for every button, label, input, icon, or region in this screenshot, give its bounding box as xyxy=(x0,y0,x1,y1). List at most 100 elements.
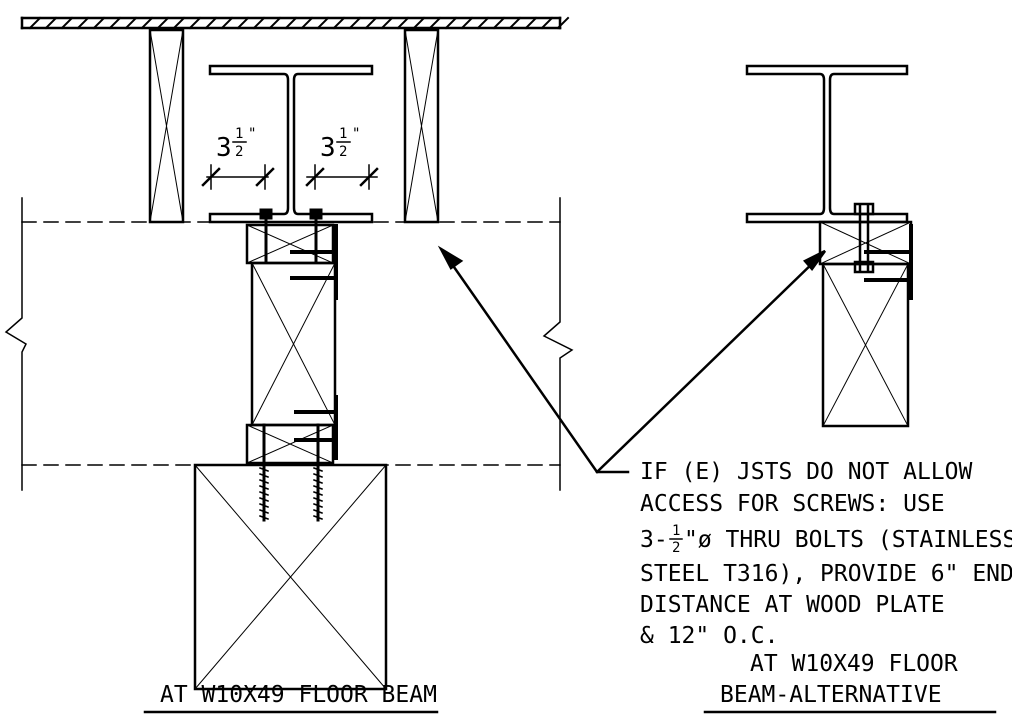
floor-slab xyxy=(20,16,562,30)
left-dim-text-1: 3 1 2 " xyxy=(216,126,256,163)
hatch-stroke xyxy=(380,16,394,30)
hatch-stroke xyxy=(524,16,538,30)
screw-thread xyxy=(259,473,269,478)
screw-thread xyxy=(259,503,269,508)
dim-frac-num: 1 xyxy=(339,126,347,142)
hatch-stroke xyxy=(204,16,218,30)
right-detail-title-line-1: AT W10X49 FLOOR xyxy=(750,651,958,677)
hatch-stroke xyxy=(124,16,138,30)
hatch-stroke xyxy=(412,16,426,30)
left-dim-text-2: 3 1 2 " xyxy=(320,126,360,163)
hatch-stroke xyxy=(508,16,522,30)
dim-frac-den: 2 xyxy=(235,144,243,160)
screw-thread xyxy=(313,479,323,484)
note-line-3-suffix: "ø THRU BOLTS (STAINLESS xyxy=(684,527,1012,553)
hatch-stroke xyxy=(108,16,122,30)
screws-lower-threads xyxy=(259,467,323,520)
screws-lower xyxy=(262,423,320,522)
hatch-stroke xyxy=(396,16,410,30)
screw-thread xyxy=(259,485,269,490)
hatch-stroke xyxy=(364,16,378,30)
dim-frac-den: 2 xyxy=(339,144,347,160)
note-line-4: STEEL T316), PROVIDE 6" END xyxy=(640,561,1012,587)
hatch-stroke xyxy=(540,16,554,30)
screw-thread xyxy=(259,497,269,502)
right-wood-blocking xyxy=(403,28,440,224)
screw-thread xyxy=(259,515,269,520)
note-line-3-prefix: 3- xyxy=(640,527,668,553)
dim-whole: 3 xyxy=(216,133,232,163)
hatch-stroke xyxy=(300,16,314,30)
right-wood-plate xyxy=(818,220,913,266)
screw-thread xyxy=(259,509,269,514)
hatch-stroke xyxy=(60,16,74,30)
note-line-3-frac-den: 2 xyxy=(672,540,680,556)
hatch-stroke xyxy=(172,16,186,30)
lower-wood-plate xyxy=(245,423,335,465)
break-line-right xyxy=(542,197,574,491)
right-post xyxy=(821,262,910,428)
dim-inch: " xyxy=(248,126,256,142)
hatch-stroke xyxy=(268,16,282,30)
hatch-stroke xyxy=(188,16,202,30)
screw-thread xyxy=(259,491,269,496)
break-line-left xyxy=(4,197,27,491)
left-dimension xyxy=(201,164,379,190)
wood-post xyxy=(250,261,337,427)
hatch-stroke xyxy=(220,16,234,30)
angle-clips xyxy=(290,224,338,460)
right-thru-bolt xyxy=(853,202,875,274)
hatch-stroke xyxy=(476,16,490,30)
note-line-1: IF (E) JSTS DO NOT ALLOW xyxy=(640,459,972,485)
screw-thread xyxy=(313,497,323,502)
hatch-stroke xyxy=(44,16,58,30)
screw-thread xyxy=(259,467,269,472)
left-wood-blocking xyxy=(148,28,185,224)
existing-joist-dashed-lines xyxy=(21,221,561,466)
screw-thread xyxy=(313,473,323,478)
note-line-6: & 12" O.C. xyxy=(640,623,778,649)
screws-upper xyxy=(259,208,323,264)
leader-arrows xyxy=(437,245,827,474)
note-line-5: DISTANCE AT WOOD PLATE xyxy=(640,592,945,618)
hatch-stroke xyxy=(492,16,506,30)
screw-thread xyxy=(313,467,323,472)
screw-thread xyxy=(313,515,323,520)
floor-slab-hatch xyxy=(28,16,570,30)
hatch-stroke xyxy=(428,16,442,30)
dim-inch: " xyxy=(352,126,360,142)
hatch-stroke xyxy=(92,16,106,30)
note-line-3-frac-num: 1 xyxy=(672,523,680,539)
hatch-stroke xyxy=(348,16,362,30)
right-steel-beam xyxy=(745,64,909,224)
hatch-stroke xyxy=(460,16,474,30)
hatch-stroke xyxy=(28,16,42,30)
hatch-stroke xyxy=(140,16,154,30)
note-line-2: ACCESS FOR SCREWS: USE xyxy=(640,491,945,517)
dim-whole: 3 xyxy=(320,133,336,163)
hatch-stroke xyxy=(252,16,266,30)
hatch-stroke xyxy=(316,16,330,30)
hatch-stroke xyxy=(236,16,250,30)
screw-thread xyxy=(259,479,269,484)
hatch-stroke xyxy=(156,16,170,30)
upper-wood-plate xyxy=(245,223,335,265)
right-detail-title-line-2: BEAM-ALTERNATIVE xyxy=(720,682,942,708)
hatch-stroke xyxy=(332,16,346,30)
screw-thread xyxy=(313,485,323,490)
lower-blocking xyxy=(193,463,388,691)
screw-thread xyxy=(313,503,323,508)
left-steel-beam xyxy=(208,64,374,224)
hatch-stroke xyxy=(556,16,570,30)
hatch-stroke xyxy=(444,16,458,30)
screw-thread xyxy=(313,509,323,514)
hatch-stroke xyxy=(284,16,298,30)
detail-titles: AT W10X49 FLOOR BEAM AT W10X49 FLOOR BEA… xyxy=(160,651,958,708)
right-angle-clip xyxy=(864,224,913,300)
screw-thread xyxy=(313,491,323,496)
note-block: IF (E) JSTS DO NOT ALLOW ACCESS FOR SCRE… xyxy=(640,459,1012,649)
hatch-stroke xyxy=(76,16,90,30)
left-detail-title: AT W10X49 FLOOR BEAM xyxy=(160,682,437,708)
